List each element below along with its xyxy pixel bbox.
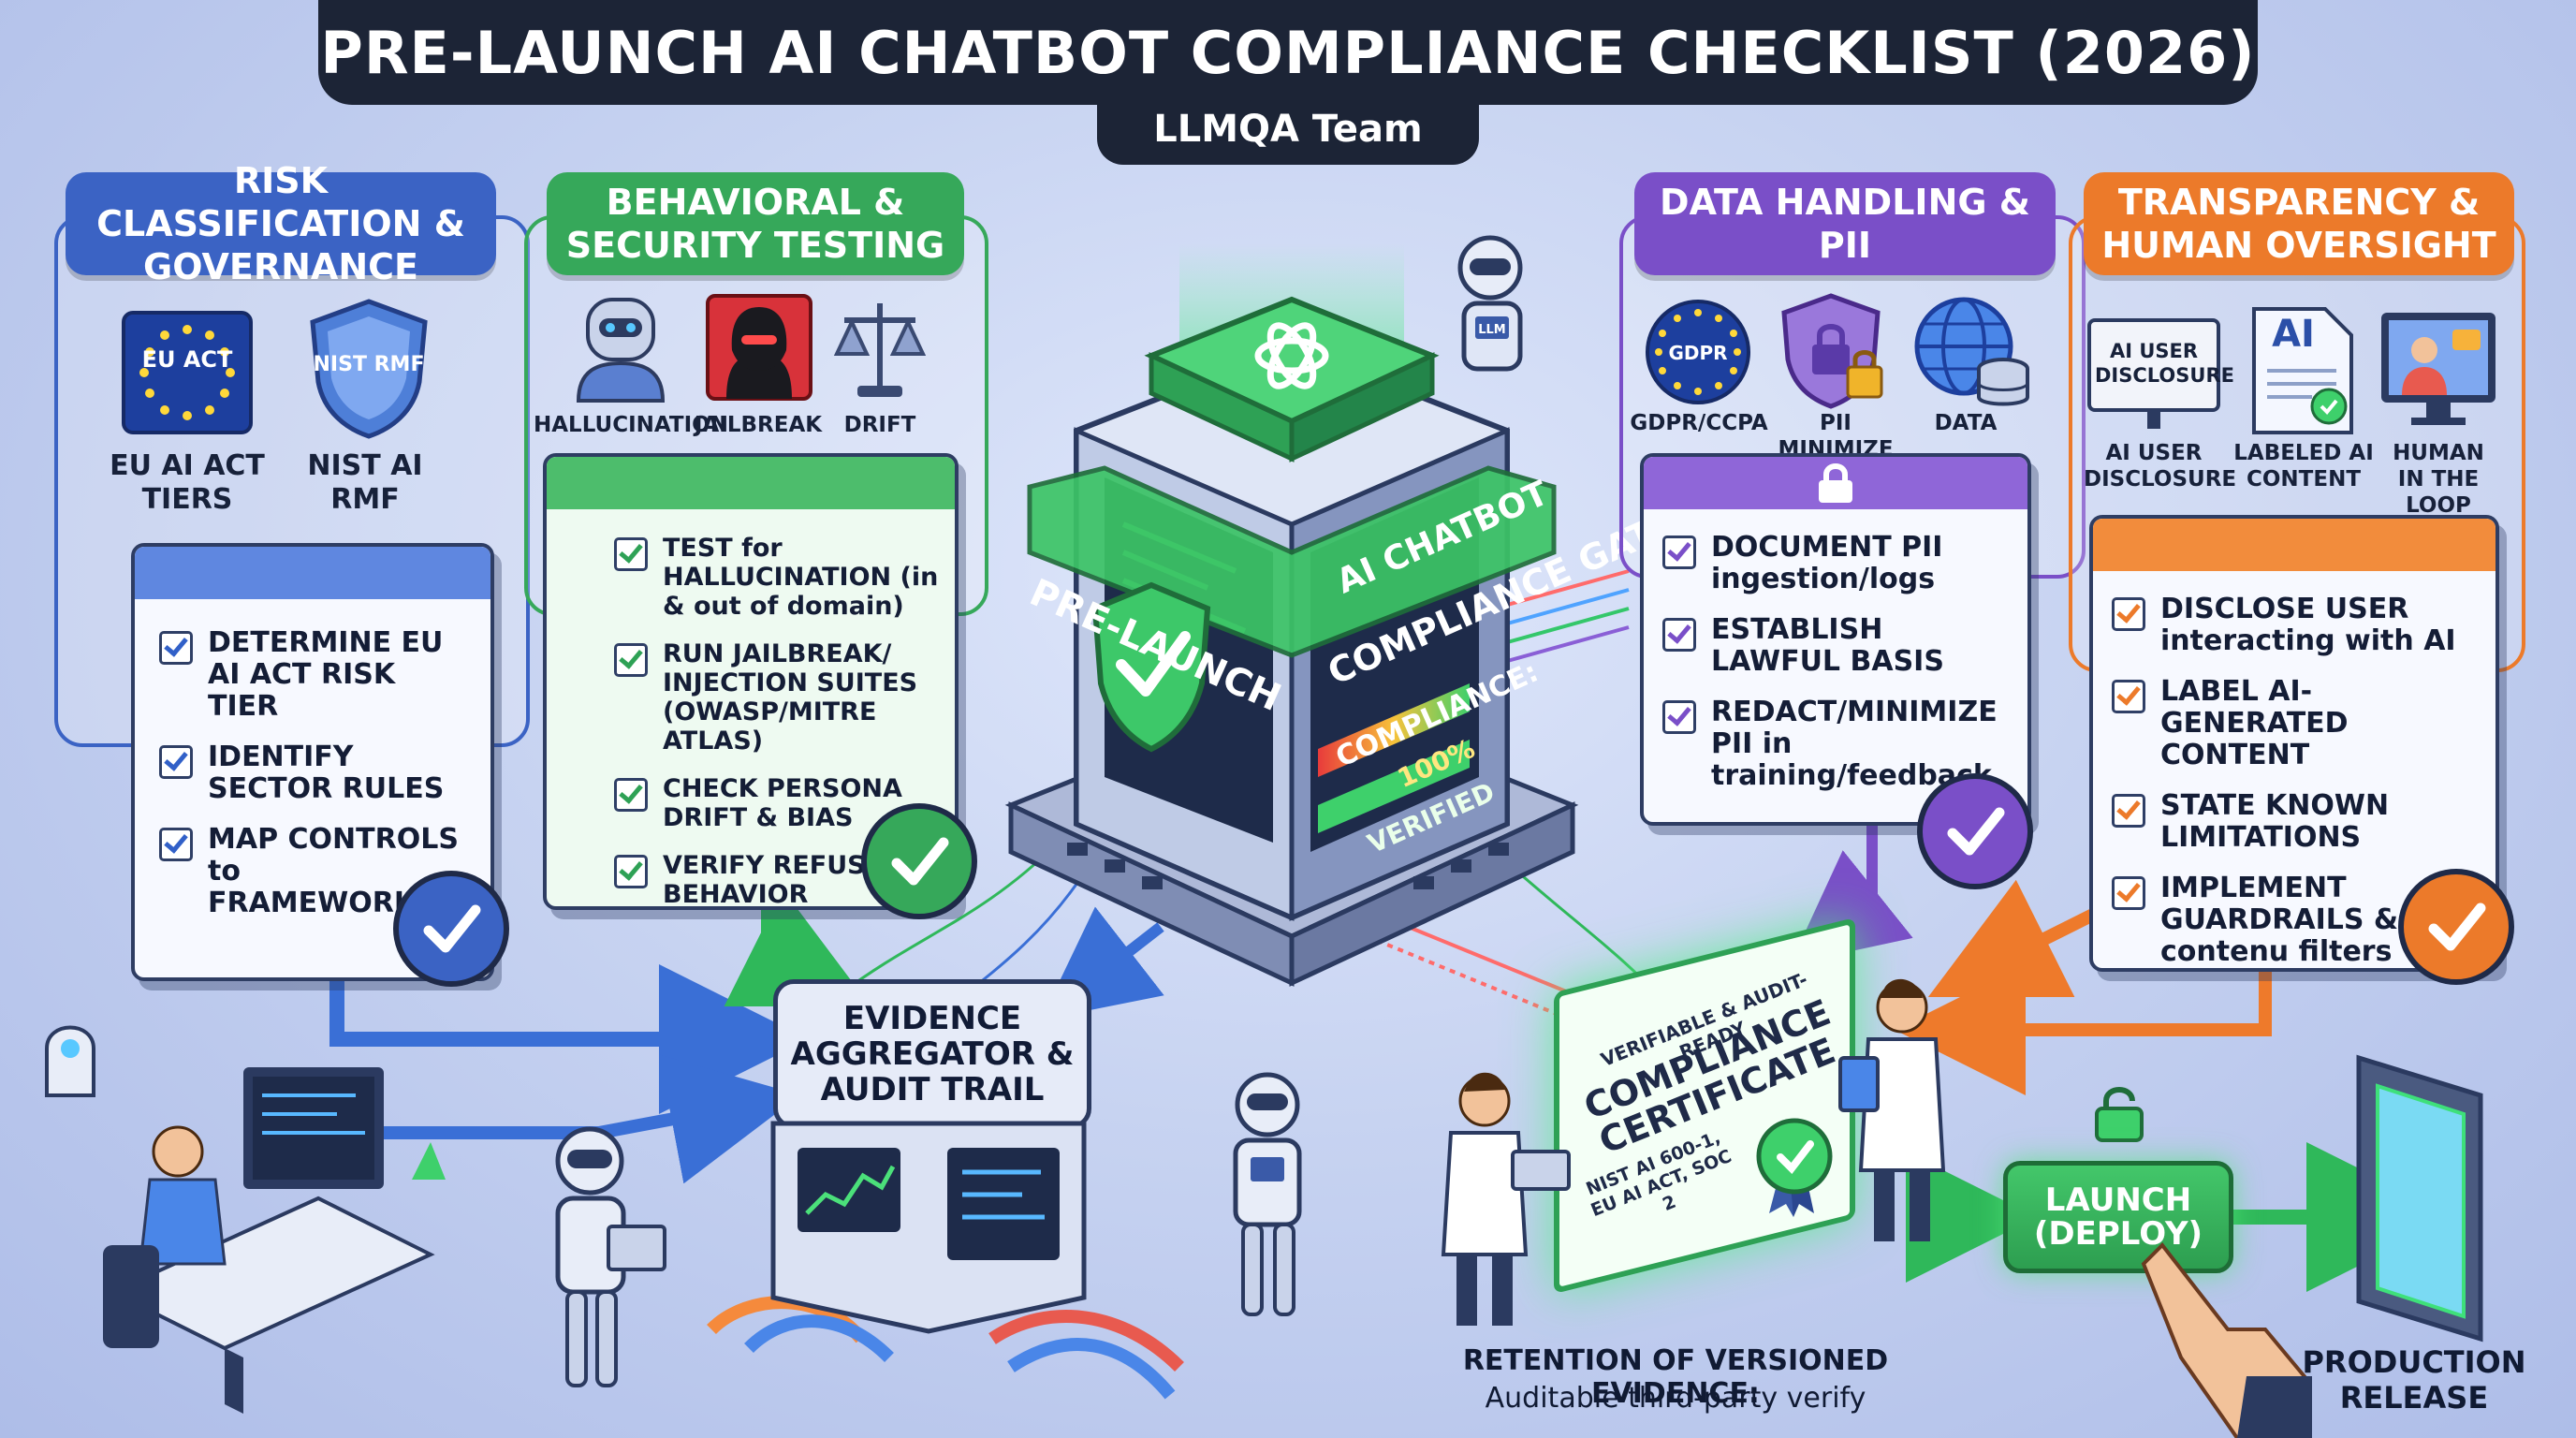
- checkbox-checked[interactable]: [159, 828, 193, 861]
- checkbox-checked[interactable]: [1662, 618, 1696, 652]
- eu-flag-icon: EU ACT: [120, 309, 255, 436]
- human-monitor-icon: [2378, 309, 2499, 431]
- walking-robot-icon: [1233, 1072, 1302, 1316]
- page-title: PRE-LAUNCH AI CHATBOT COMPLIANCE CHECKLI…: [318, 0, 2258, 105]
- testing-item[interactable]: CHECK PERSONA DRIFT & BIAS: [614, 774, 940, 832]
- transparency-item[interactable]: DISCLOSE USER interacting with AI: [2112, 594, 2482, 657]
- scientist-laptop-icon: [1441, 1072, 1571, 1326]
- data-complete-check-icon: [1917, 773, 2033, 889]
- data-item[interactable]: ESTABLISH LAWFUL BASIS: [1662, 614, 2014, 678]
- checkbox-checked[interactable]: [2112, 680, 2145, 713]
- checkbox-checked[interactable]: [159, 631, 193, 665]
- jailbreak-label: JAILBREAK: [694, 413, 823, 437]
- hacker-icon: [706, 294, 812, 401]
- checkbox-checked[interactable]: [614, 537, 648, 571]
- checkbox-checked[interactable]: [1662, 536, 1696, 569]
- ai-knot-icon: [1254, 322, 1329, 389]
- data-label: DATA: [1934, 411, 1998, 435]
- testing-item[interactable]: RUN JAILBREAK/ INJECTION SUITES (OWASP/M…: [614, 639, 940, 756]
- nist-rmf-text: NIST RMF: [314, 353, 425, 376]
- eu-act-text: EU ACT: [142, 346, 233, 373]
- certificate-seal-icon: [1756, 1118, 1833, 1217]
- scientist-tablet-icon: [1838, 978, 1946, 1241]
- risk-item[interactable]: DETERMINE EU AI ACT RISK TIER: [159, 627, 474, 723]
- launch-deploy-button[interactable]: LAUNCH (DEPLOY): [2003, 1161, 2233, 1273]
- scales-icon: [833, 296, 927, 401]
- document-badge-icon: AI: [2247, 305, 2359, 436]
- checkbox-checked[interactable]: [2112, 794, 2145, 828]
- hallucination-label: HALLUCINATION: [534, 413, 728, 437]
- checkbox-checked[interactable]: [2112, 597, 2145, 631]
- robot-badge-text: LLM: [1478, 323, 1506, 337]
- testing-item[interactable]: TEST for HALLUCINATION (in & out of doma…: [614, 534, 940, 621]
- transparency-item[interactable]: IMPLEMENT GUARDRAILS & contenu filters: [2112, 873, 2482, 968]
- gdpr-icon: GDPR: [1644, 298, 1752, 406]
- testing-complete-check-icon: [861, 803, 977, 919]
- ai-user-disclosure-label: AI USER DISCLOSURE: [2084, 441, 2237, 492]
- transparency-item[interactable]: STATE KNOWN LIMITATIONS: [2112, 790, 2482, 854]
- data-checklist-panel: DOCUMENT PII ingestion/logs ESTABLISH LA…: [1640, 453, 2031, 826]
- data-section-header: DATA HANDLING & PII: [1634, 172, 2056, 275]
- production-release-label: PRODUCTION RELEASE: [2302, 1344, 2526, 1416]
- gdpr-ccpa-label: GDPR/CCPA: [1630, 411, 1768, 435]
- retention-label: RETENTION OF VERSIONED EVIDENCE:: [1462, 1344, 1889, 1410]
- team-subtitle: LLMQA Team: [1097, 94, 1479, 165]
- drift-label: DRIFT: [843, 413, 916, 437]
- data-item[interactable]: DOCUMENT PII ingestion/logs: [1662, 532, 2014, 595]
- data-item[interactable]: REDACT/MINIMIZE PII in training/feedback: [1662, 697, 2014, 792]
- globe-database-icon: [1910, 292, 2031, 410]
- laptop-robot-icon: [555, 1126, 666, 1387]
- transparency-section-header: TRANSPARENCY & HUMAN OVERSIGHT: [2084, 172, 2514, 275]
- checkbox-checked[interactable]: [614, 643, 648, 677]
- launch-lock-icon: [2091, 1082, 2147, 1146]
- checkbox-checked[interactable]: [1662, 700, 1696, 734]
- human-in-the-loop-label: HUMAN IN THE LOOP: [2393, 441, 2484, 518]
- nist-shield-icon: NIST RMF: [305, 296, 432, 442]
- nist-rmf-label: NIST AI RMF: [307, 449, 423, 516]
- sign-icon: AI USER DISCLOSURE: [2084, 315, 2234, 431]
- production-portal-icon: [2356, 1054, 2483, 1343]
- checkbox-checked[interactable]: [2112, 876, 2145, 910]
- pointing-hand-icon: [2141, 1241, 2312, 1438]
- retention-sub-label: Auditable third-party verify: [1485, 1382, 1866, 1415]
- pii-shield-icon: [1780, 292, 1889, 410]
- compliance-gate-tower: [1004, 243, 1579, 987]
- gate-robot-icon: LLM: [1442, 230, 1544, 389]
- sign-text: AI USER DISCLOSURE: [2095, 340, 2234, 387]
- transparency-item[interactable]: LABEL AI-GENERATED CONTENT: [2112, 676, 2482, 771]
- compliance-certificate: VERIFIABLE & AUDIT-READY COMPLIANCE CERT…: [1535, 917, 1891, 1295]
- testing-section-header: BEHAVIORAL & SECURITY TESTING: [547, 172, 964, 275]
- aggregator-server-icon: [770, 1121, 1087, 1334]
- risk-complete-check-icon: [393, 871, 509, 987]
- labeled-ai-content-label: LABELED AI CONTENT: [2233, 441, 2374, 492]
- doc-ai-text: AI: [2272, 313, 2315, 356]
- evidence-aggregator-label: EVIDENCE AGGREGATOR & AUDIT TRAIL: [773, 979, 1091, 1129]
- checkbox-checked[interactable]: [159, 745, 193, 779]
- developer-desk-icon: [45, 1025, 446, 1414]
- risk-item[interactable]: IDENTIFY SECTOR RULES: [159, 741, 474, 805]
- risk-section-header: RISK CLASSIFICATION & GOVERNANCE: [66, 160, 496, 287]
- checkbox-checked[interactable]: [614, 855, 648, 888]
- transparency-complete-check-icon: [2398, 869, 2514, 985]
- gdpr-text: GDPR: [1668, 342, 1727, 364]
- robot-icon: [569, 290, 672, 403]
- lock-icon: [1819, 463, 1852, 503]
- checkbox-checked[interactable]: [614, 778, 648, 812]
- eu-ai-act-label: EU AI ACT TIERS: [110, 449, 265, 516]
